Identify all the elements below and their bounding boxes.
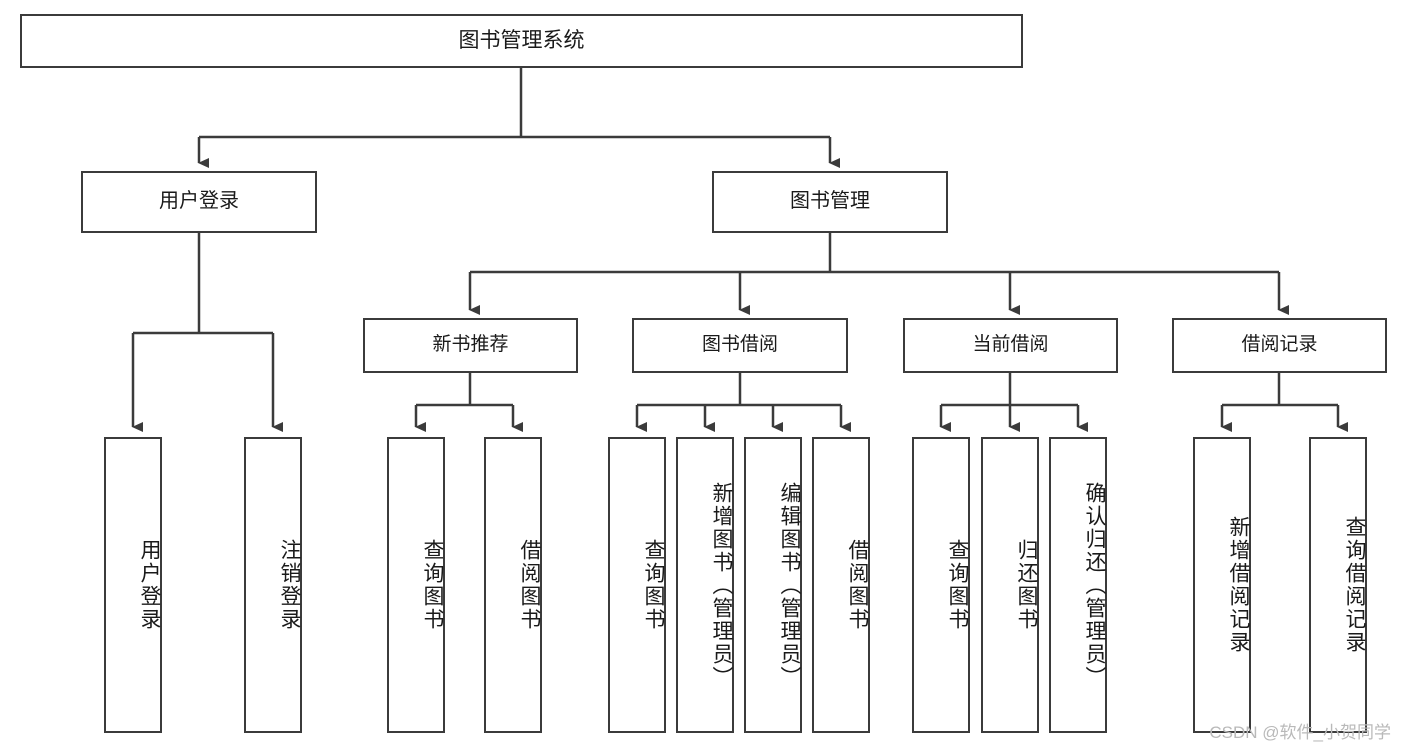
node-label: 用户登录 <box>138 539 161 631</box>
leaf-borrow-borrow-book[interactable]: 借阅图书 <box>812 437 870 733</box>
leaf-record-query-record[interactable]: 查询借阅记录 <box>1309 437 1367 733</box>
node-root-system[interactable]: 图书管理系统 <box>20 14 1023 68</box>
node-book-management[interactable]: 图书管理 <box>712 171 948 233</box>
node-label: 当前借阅 <box>972 334 1049 356</box>
node-book-borrow[interactable]: 图书借阅 <box>632 318 848 373</box>
node-label: 新书推荐 <box>432 334 509 356</box>
leaf-borrow-edit-book-admin[interactable]: 编辑图书（管理员） <box>744 437 802 733</box>
leaf-current-query-book[interactable]: 查询图书 <box>912 437 970 733</box>
node-label: 新增图书（管理员） <box>710 481 733 689</box>
node-label: 查询借阅记录 <box>1343 516 1366 654</box>
node-borrow-record[interactable]: 借阅记录 <box>1172 318 1387 373</box>
leaf-user-login-login[interactable]: 用户登录 <box>104 437 162 733</box>
leaf-current-return-book[interactable]: 归还图书 <box>981 437 1039 733</box>
watermark-text: CSDN @软件_小贺同学 <box>1209 723 1391 742</box>
node-label: 借阅记录 <box>1241 334 1318 356</box>
node-label: 借阅图书 <box>518 539 541 631</box>
leaf-borrow-add-book-admin[interactable]: 新增图书（管理员） <box>676 437 734 733</box>
node-label: 用户登录 <box>159 190 239 213</box>
node-new-book-recommend[interactable]: 新书推荐 <box>363 318 578 373</box>
node-label: 确认归还（管理员） <box>1083 481 1106 689</box>
leaf-recommend-borrow-book[interactable]: 借阅图书 <box>484 437 542 733</box>
leaf-borrow-query-book[interactable]: 查询图书 <box>608 437 666 733</box>
node-current-borrow[interactable]: 当前借阅 <box>903 318 1118 373</box>
node-user-login[interactable]: 用户登录 <box>81 171 317 233</box>
leaf-current-confirm-return-admin[interactable]: 确认归还（管理员） <box>1049 437 1107 733</box>
node-label: 图书管理 <box>790 190 870 213</box>
node-label: 注销登录 <box>278 539 301 631</box>
leaf-recommend-query-book[interactable]: 查询图书 <box>387 437 445 733</box>
node-label: 查询图书 <box>642 539 665 631</box>
leaf-record-add-record[interactable]: 新增借阅记录 <box>1193 437 1251 733</box>
node-label: 图书管理系统 <box>458 28 585 52</box>
node-label: 新增借阅记录 <box>1227 516 1250 654</box>
node-label: 归还图书 <box>1015 539 1038 631</box>
leaf-user-login-logout[interactable]: 注销登录 <box>244 437 302 733</box>
node-label: 编辑图书（管理员） <box>778 481 801 689</box>
node-label: 借阅图书 <box>846 539 869 631</box>
node-label: 查询图书 <box>946 539 969 631</box>
node-label: 查询图书 <box>421 539 444 631</box>
node-label: 图书借阅 <box>701 334 778 356</box>
